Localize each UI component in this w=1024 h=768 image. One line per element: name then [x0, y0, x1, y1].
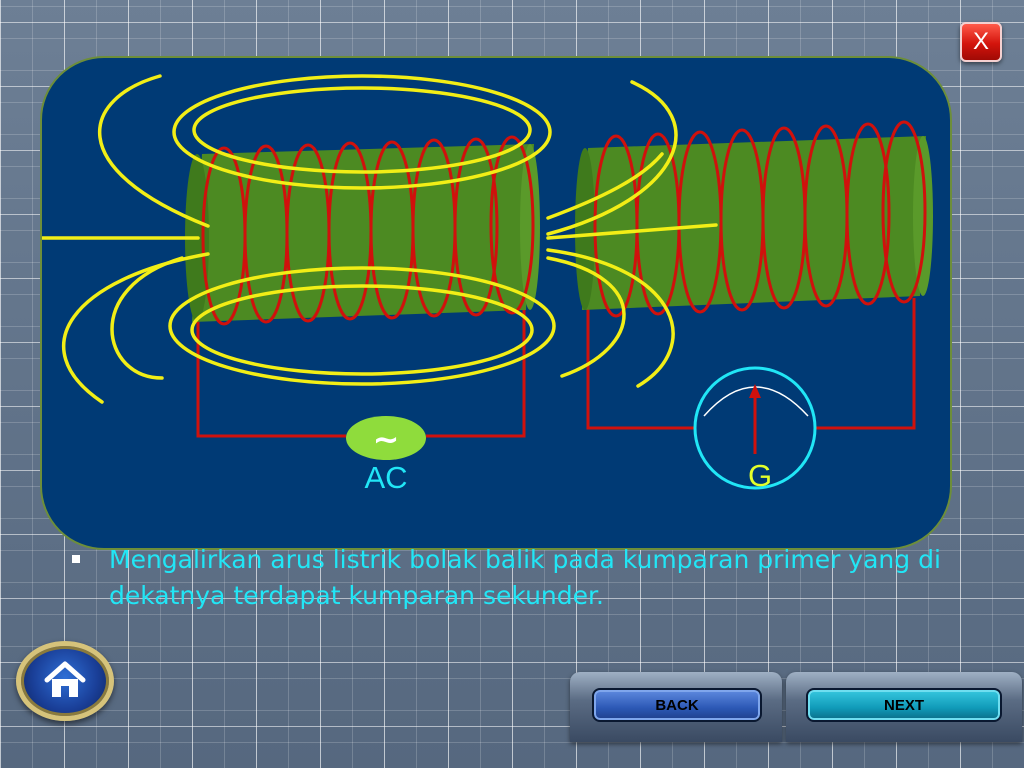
- secondary-circuit-wire: [586, 298, 916, 430]
- ac-label: AC: [364, 460, 407, 495]
- close-label: X: [972, 28, 989, 55]
- ac-symbol: ~: [373, 420, 400, 458]
- primary-coil: [185, 144, 540, 322]
- magnetic-field-lines: [42, 74, 718, 404]
- home-icon: [44, 661, 86, 697]
- home-button[interactable]: [16, 641, 114, 721]
- ac-source: ~: [346, 416, 426, 460]
- description-bullet: Mengalirkan arus listrik bolak balik pad…: [72, 542, 942, 614]
- induction-diagram-svg: ~ AC G: [42, 74, 933, 495]
- next-label: NEXT: [883, 696, 924, 714]
- galvanometer: [693, 366, 817, 490]
- back-label: BACK: [655, 696, 699, 714]
- back-button[interactable]: BACK: [592, 688, 762, 722]
- secondary-winding: [593, 120, 927, 318]
- close-button[interactable]: X: [960, 22, 1002, 62]
- transformer-diagram: ~ AC G: [40, 56, 952, 550]
- description-text: Mengalirkan arus listrik bolak balik pad…: [109, 545, 941, 610]
- next-button[interactable]: NEXT: [806, 688, 1002, 722]
- primary-winding: [201, 135, 535, 326]
- secondary-coil: [575, 136, 933, 310]
- bullet-marker: [72, 555, 80, 563]
- primary-circuit-wire: [196, 308, 526, 438]
- galvanometer-label: G: [748, 458, 772, 493]
